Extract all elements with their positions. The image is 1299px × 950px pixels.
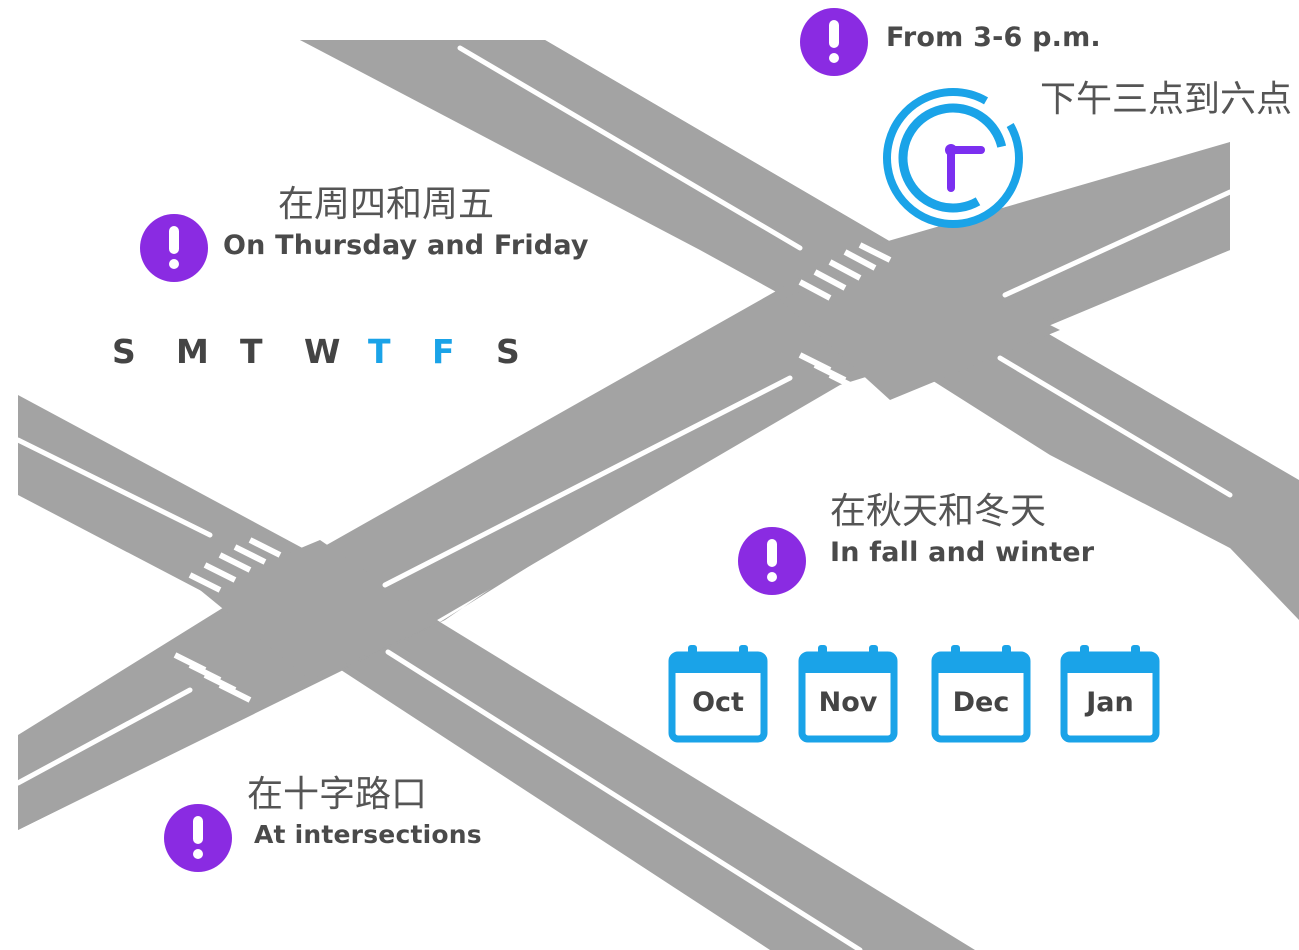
clock-inner-ring (898, 103, 1008, 213)
place-label-zh: 在十字路口 (247, 774, 428, 815)
weekday-letter: M (176, 332, 209, 371)
season-label-zh: 在秋天和冬天 (830, 491, 1047, 532)
road-upper-diagonal-main (300, 40, 1230, 548)
calendar-icon: Dec (931, 643, 1031, 743)
exclamation-icon (169, 226, 179, 269)
time-label-zh: 下午三点到六点 (1040, 79, 1293, 120)
crosswalks (173, 242, 892, 703)
days-label-zh: 在周四和周五 (278, 184, 495, 225)
lane-line (997, 355, 1233, 498)
weekday-letter: W (304, 332, 341, 371)
calendar-month-label: Nov (818, 687, 878, 718)
alert-icon-place (164, 804, 232, 872)
lane-markings (15, 45, 1233, 950)
lane-line (1002, 189, 1233, 298)
alert-icon-days (140, 214, 208, 282)
exclamation-icon (767, 539, 777, 582)
calendar-month-label: Dec (952, 687, 1010, 718)
weekday-letter: F (432, 332, 455, 371)
lane-line (382, 375, 793, 588)
calendar-month-label: Jan (1086, 687, 1134, 718)
time-label-en: From 3-6 p.m. (886, 22, 1101, 53)
weekday-letter: T (368, 332, 391, 371)
exclamation-icon (193, 816, 203, 859)
calendar-month-label: Oct (692, 687, 744, 718)
weekday-letter: S (496, 332, 520, 371)
calendar-icon: Jan (1060, 643, 1160, 743)
intersection-upper (780, 250, 1060, 400)
alert-icon-season (738, 527, 806, 595)
clock-center (945, 144, 957, 156)
lane-line (15, 687, 193, 786)
road-lower-diagonal (18, 395, 975, 950)
weekday-letter: T (240, 332, 263, 371)
lane-line (15, 437, 213, 538)
exclamation-icon (829, 20, 839, 63)
calendar-icon: Nov (798, 643, 898, 743)
lane-line (385, 649, 863, 950)
calendar-icon: Oct (668, 643, 768, 743)
place-label-en: At intersections (254, 820, 482, 849)
season-label-en: In fall and winter (830, 537, 1095, 568)
weekday-letter: S (112, 332, 136, 371)
alert-icon-time (800, 8, 868, 76)
intersection-lower (200, 540, 440, 680)
lane-line (457, 45, 803, 251)
days-label-en: On Thursday and Friday (223, 230, 589, 261)
clock-icon (883, 88, 1023, 228)
